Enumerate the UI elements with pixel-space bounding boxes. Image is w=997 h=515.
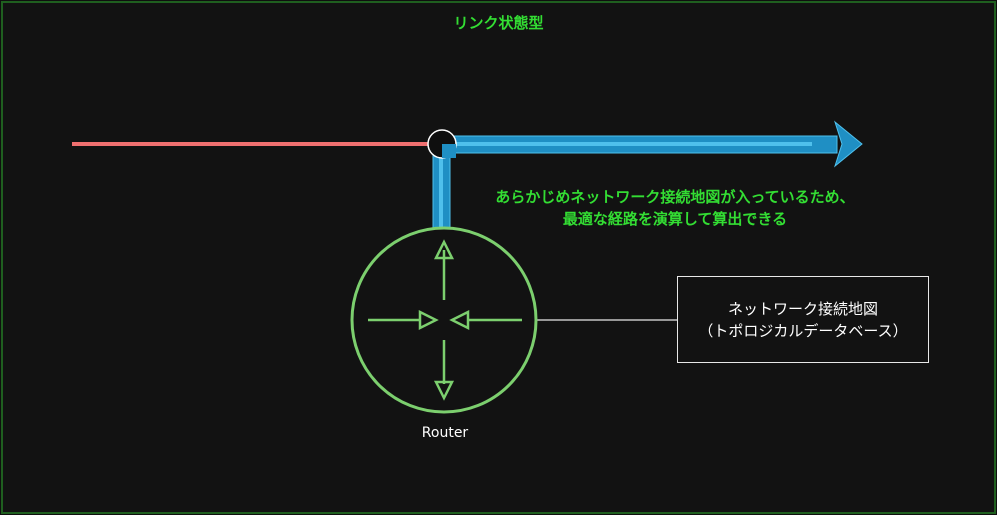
db-label-line-1: ネットワーク接続地図 bbox=[727, 299, 878, 318]
db-label-line-2: （トポロジカルデータベース） bbox=[698, 321, 908, 340]
diagram-title: リンク状態型 bbox=[453, 14, 544, 32]
annotation-line-2: 最適な経路を演算して算出できる bbox=[562, 210, 788, 228]
junction-fill bbox=[442, 144, 456, 158]
router-icon bbox=[350, 226, 538, 414]
router-label: Router bbox=[421, 425, 469, 441]
annotation-line-1: あらかじめネットワーク接続地図が入っているため、 bbox=[495, 188, 855, 206]
topology-database-box: ネットワーク接続地図 （トポロジカルデータベース） bbox=[677, 276, 929, 363]
route-arrowhead bbox=[834, 120, 863, 168]
route-annotation: あらかじめネットワーク接続地図が入っているため、 最適な経路を演算して算出できる bbox=[455, 186, 895, 230]
